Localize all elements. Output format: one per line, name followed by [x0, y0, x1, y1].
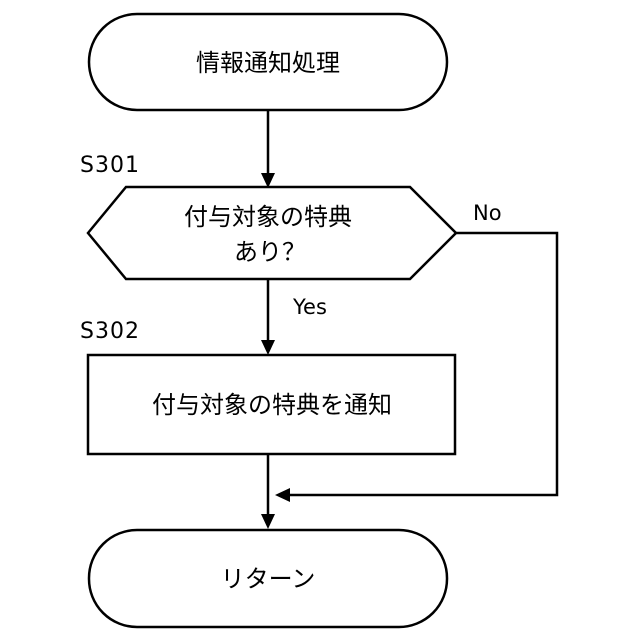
arrowhead-down-icon — [261, 514, 275, 529]
decision-node: 付与対象の特典 あり？ — [88, 187, 456, 279]
decision-label-line-1: 付与対象の特典 — [184, 203, 352, 231]
connector-start-to-decision — [261, 110, 275, 188]
branch-label-no: No — [473, 201, 502, 225]
end-terminator-label: リターン — [221, 565, 316, 593]
connector-decision-to-process — [261, 279, 275, 355]
process-node: 付与対象の特典を通知 — [88, 355, 455, 454]
connector-process-to-end — [261, 454, 275, 529]
start-terminator: 情報通知処理 — [89, 14, 447, 110]
branch-label-yes: Yes — [292, 295, 327, 319]
start-terminator-label: 情報通知処理 — [196, 49, 340, 77]
arrowhead-left-icon — [275, 488, 290, 502]
process-label: 付与対象の特典を通知 — [152, 391, 392, 419]
step-label-s301: S301 — [80, 153, 140, 178]
decision-label-line-2: あり？ — [234, 238, 306, 266]
end-terminator: リターン — [89, 530, 447, 627]
step-label-s302: S302 — [80, 319, 140, 344]
arrowhead-down-icon — [261, 340, 275, 355]
